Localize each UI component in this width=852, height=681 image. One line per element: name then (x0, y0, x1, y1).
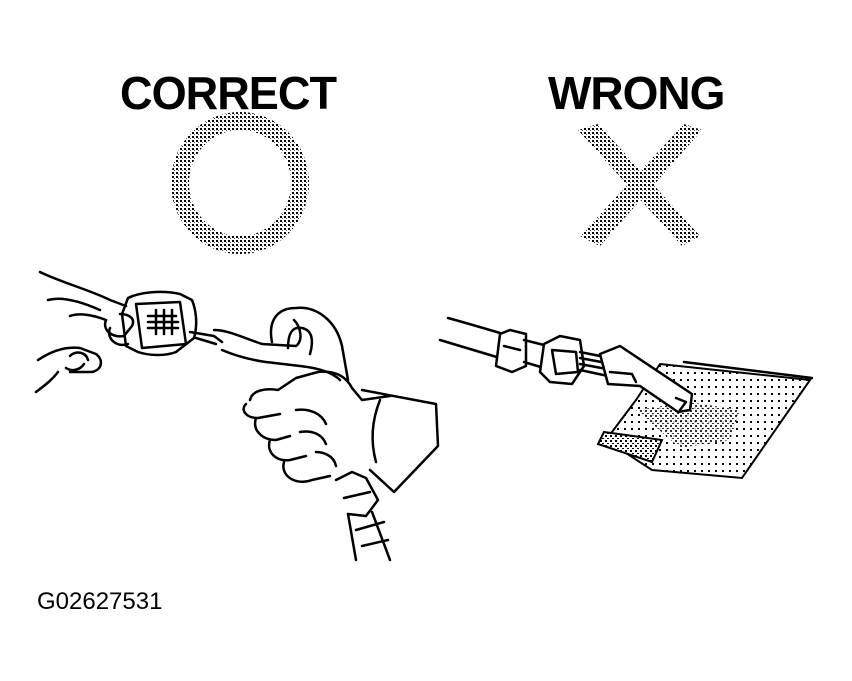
correct-label: CORRECT (120, 67, 337, 119)
wrong-illustration (438, 316, 814, 480)
wrong-label: WRONG (548, 67, 725, 119)
correct-illustration (34, 270, 440, 562)
figure-id: G02627531 (37, 588, 163, 615)
cross-icon (578, 124, 702, 246)
circle-icon (171, 112, 309, 254)
